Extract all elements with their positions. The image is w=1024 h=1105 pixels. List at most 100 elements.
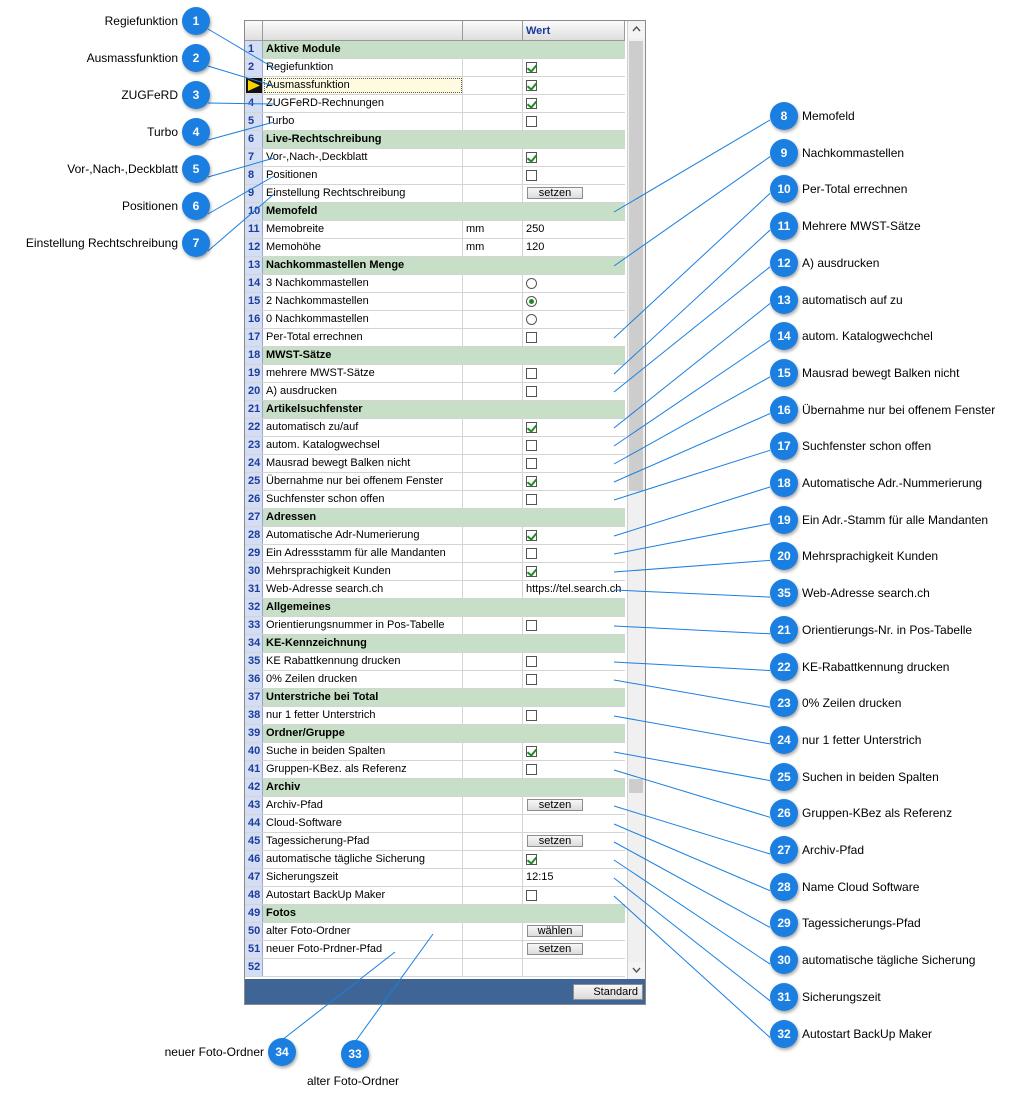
value-text[interactable]: 12:15 xyxy=(526,871,554,883)
checkbox[interactable] xyxy=(526,656,537,667)
checkbox[interactable] xyxy=(526,566,538,577)
value-action-button[interactable]: setzen xyxy=(527,943,583,955)
checkbox[interactable] xyxy=(526,476,538,487)
scroll-up-arrow-icon[interactable] xyxy=(628,21,645,38)
scrollbar-thumb[interactable] xyxy=(629,41,643,491)
row-number[interactable]: 11 xyxy=(245,221,263,238)
setting-value-cell[interactable] xyxy=(523,113,625,130)
row-number[interactable]: 8 xyxy=(245,167,263,184)
setting-value-cell[interactable] xyxy=(523,491,625,508)
setting-value-cell[interactable]: 250 xyxy=(523,221,625,238)
checkbox[interactable] xyxy=(526,386,537,397)
setting-value-cell[interactable] xyxy=(523,887,625,904)
row-number[interactable]: 19 xyxy=(245,365,263,382)
row-number[interactable]: 17 xyxy=(245,329,263,346)
row-number[interactable]: 18 xyxy=(245,347,263,364)
value-action-button[interactable]: setzen xyxy=(527,835,583,847)
setting-value-cell[interactable] xyxy=(523,743,625,760)
checkbox[interactable] xyxy=(526,80,538,91)
value-text[interactable]: 250 xyxy=(526,223,545,235)
row-number[interactable]: 12 xyxy=(245,239,263,256)
checkbox[interactable] xyxy=(526,98,538,109)
checkbox[interactable] xyxy=(526,674,537,685)
setting-value-cell[interactable] xyxy=(523,851,625,868)
header-name-column[interactable] xyxy=(263,21,463,41)
row-number[interactable]: 49 xyxy=(245,905,263,922)
row-number[interactable]: 33 xyxy=(245,617,263,634)
row-number[interactable]: 52 xyxy=(245,959,263,976)
scroll-down-arrow-icon[interactable] xyxy=(628,962,645,979)
setting-value-cell[interactable] xyxy=(523,455,625,472)
setting-value-cell[interactable] xyxy=(523,617,625,634)
setting-value-cell[interactable]: setzen xyxy=(523,941,625,958)
row-number[interactable]: 28 xyxy=(245,527,263,544)
value-action-button[interactable]: setzen xyxy=(527,187,583,199)
row-number[interactable]: 41 xyxy=(245,761,263,778)
row-number[interactable]: 50 xyxy=(245,923,263,940)
setting-value-cell[interactable] xyxy=(523,545,625,562)
checkbox[interactable] xyxy=(526,440,537,451)
row-number[interactable]: 16 xyxy=(245,311,263,328)
row-number[interactable]: 2 xyxy=(245,59,263,76)
row-number[interactable]: 42 xyxy=(245,779,263,796)
checkbox[interactable] xyxy=(526,854,538,865)
checkbox[interactable] xyxy=(526,422,538,433)
checkbox[interactable] xyxy=(526,368,537,379)
row-number[interactable]: 34 xyxy=(245,635,263,652)
checkbox[interactable] xyxy=(526,458,537,469)
table-row[interactable]: 52 xyxy=(245,959,625,977)
setting-value-cell[interactable] xyxy=(523,437,625,454)
row-number[interactable]: 29 xyxy=(245,545,263,562)
row-number[interactable]: 48 xyxy=(245,887,263,904)
setting-value-cell[interactable] xyxy=(523,527,625,544)
row-number[interactable]: 43 xyxy=(245,797,263,814)
row-number[interactable]: 23 xyxy=(245,437,263,454)
row-number[interactable]: 14 xyxy=(245,275,263,292)
checkbox[interactable] xyxy=(526,116,537,127)
setting-value-cell[interactable] xyxy=(523,707,625,724)
checkbox[interactable] xyxy=(526,332,537,343)
row-number[interactable]: 7 xyxy=(245,149,263,166)
setting-value-cell[interactable]: setzen xyxy=(523,797,625,814)
setting-value-cell[interactable] xyxy=(523,563,625,580)
row-number[interactable]: 37 xyxy=(245,689,263,706)
row-number[interactable]: 25 xyxy=(245,473,263,490)
checkbox[interactable] xyxy=(526,530,538,541)
row-number[interactable]: 38 xyxy=(245,707,263,724)
row-number[interactable]: 20 xyxy=(245,383,263,400)
row-number[interactable]: 47 xyxy=(245,869,263,886)
row-number[interactable]: 9 xyxy=(245,185,263,202)
setting-value-cell[interactable] xyxy=(523,149,625,166)
setting-value-cell[interactable] xyxy=(523,59,625,76)
row-number[interactable]: 36 xyxy=(245,671,263,688)
setting-value-cell[interactable] xyxy=(523,383,625,400)
row-number[interactable]: 21 xyxy=(245,401,263,418)
value-text[interactable]: https://tel.search.ch xyxy=(526,583,622,595)
setting-value-cell[interactable] xyxy=(523,653,625,670)
checkbox[interactable] xyxy=(526,890,537,901)
checkbox[interactable] xyxy=(526,62,538,73)
